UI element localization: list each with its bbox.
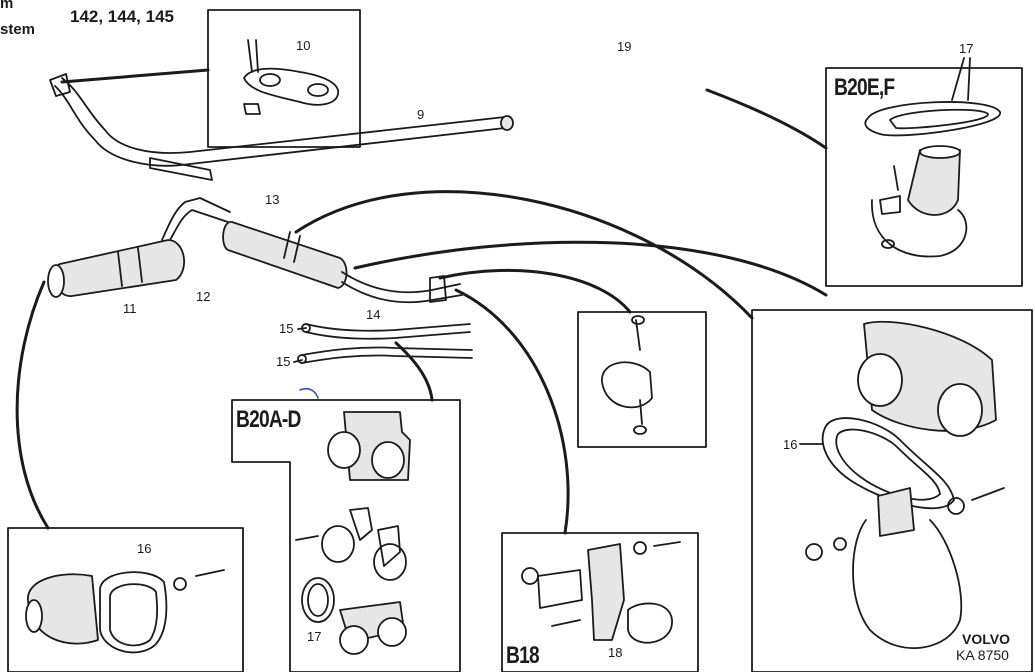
hanger-clamp: [601, 315, 653, 435]
part-number-10: 10: [296, 38, 311, 53]
muffler-clamp-parts: [25, 569, 225, 654]
leader-curve-b20ef: [353, 88, 828, 297]
part-number-18: 18: [608, 645, 623, 660]
part-number-15a: 15: [279, 321, 294, 336]
front-pipe: [49, 73, 514, 181]
part-number-17-mid: 17: [307, 629, 322, 644]
engine-label-b20ef: B20E,F: [834, 74, 895, 101]
muffler-rear: [222, 221, 463, 304]
b20ef-parts: [864, 101, 1001, 258]
leader-curve-b18: [454, 288, 570, 535]
b18-parts: [521, 541, 681, 644]
header-line-1: m: [0, 0, 14, 12]
leader-15b: [293, 359, 303, 363]
header-line-2: stem: [0, 21, 36, 38]
muffler-front: [47, 197, 231, 298]
leader-curve-b20ad: [394, 341, 434, 402]
inset-box-b20ad: [231, 399, 461, 672]
inset-box-b20ef: [825, 67, 1023, 287]
stray-pen-mark: [299, 387, 319, 399]
rear-clamp-parts: [805, 320, 1005, 650]
flange-gasket: [243, 39, 339, 115]
part-number-16-right: 16: [783, 437, 798, 452]
inset-box-muffler-clamp: [7, 527, 244, 672]
engine-label-b18: B18: [506, 642, 540, 669]
inset-box-flange-gasket: [207, 9, 361, 148]
part-number-14: 14: [366, 307, 381, 322]
leader-17-top: [951, 57, 971, 101]
part-number-12: 12: [196, 289, 211, 304]
b20ad-parts: [295, 411, 411, 655]
inset-box-rear-clamp: [751, 309, 1033, 672]
drawing-code: KA 8750: [956, 647, 1009, 663]
part-number-9: 9: [417, 107, 425, 122]
leader-curve-left-clamp: [15, 280, 50, 530]
part-number-11: 11: [123, 301, 137, 316]
part-number-15b: 15: [276, 354, 291, 369]
leader-15a: [297, 327, 307, 330]
tail-pipes: [297, 323, 473, 364]
part-number-17-top: 17: [959, 41, 974, 56]
leader-curve-hanger: [438, 268, 632, 314]
part-number-19: 19: [617, 39, 632, 54]
part-number-16-left: 16: [137, 541, 152, 556]
leader-curve-rear-clamp: [294, 190, 754, 320]
leader-curve-flange: [60, 68, 210, 84]
inset-box-hanger-clamp: [577, 311, 707, 448]
part-number-13: 13: [265, 192, 280, 207]
models-label: 142, 144, 145: [70, 7, 174, 26]
inset-box-b18: [501, 532, 699, 672]
brand-label: VOLVO: [962, 631, 1010, 647]
engine-label-b20ad: B20A-D: [236, 406, 301, 433]
